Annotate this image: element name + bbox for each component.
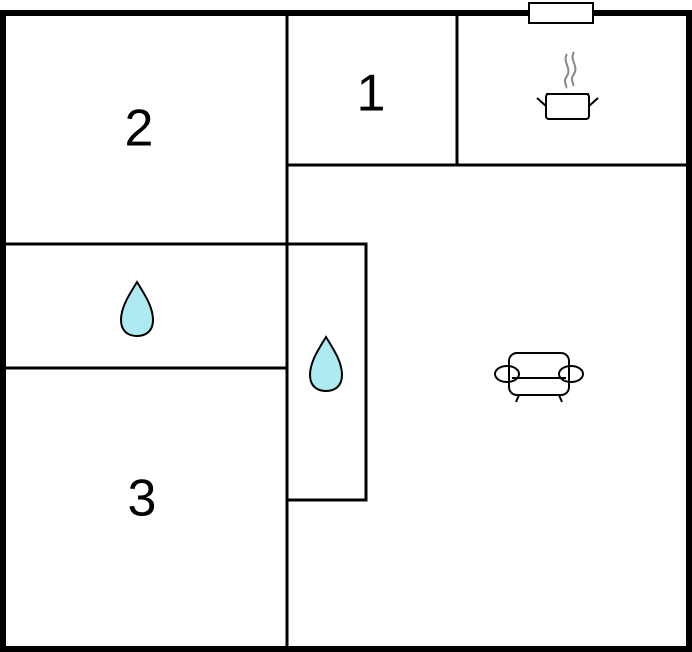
wall-bath2 <box>287 242 368 502</box>
sofa-icon <box>494 352 584 403</box>
room-label-2: 2 <box>125 100 154 158</box>
room-label-3: 3 <box>128 470 157 528</box>
water-drop-icon <box>308 335 344 393</box>
water-drop-icon <box>119 280 155 338</box>
window-icon <box>528 2 594 24</box>
outer-wall <box>0 10 692 652</box>
cooking-pot-icon <box>536 51 599 120</box>
room-label-1: 1 <box>357 65 386 123</box>
